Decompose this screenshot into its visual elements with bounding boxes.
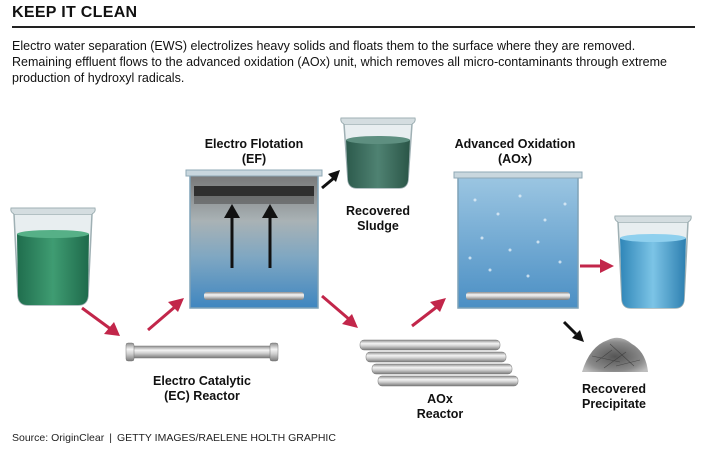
- source-separator: |: [109, 432, 112, 444]
- aox-reactor-pipes: [359, 339, 519, 387]
- flow-arrow-4: [411, 298, 446, 328]
- sludge-label-line2: Sludge: [357, 219, 399, 233]
- precipitate-label-line2: Precipitate: [582, 397, 646, 411]
- intro-paragraph: Electro water separation (EWS) electroli…: [12, 39, 667, 85]
- clean-water-beaker: [614, 215, 692, 309]
- precipitate-arrow: [562, 320, 584, 342]
- aox-electrode: [466, 292, 570, 300]
- aox-label-line1: Advanced Oxidation: [455, 137, 576, 151]
- source-label: Source: OriginClear: [12, 432, 105, 444]
- ef-label-line2: (EF): [242, 152, 266, 166]
- sludge-beaker: [340, 117, 416, 189]
- input-water-beaker: [10, 207, 96, 306]
- precipitate-pile: [582, 337, 648, 372]
- ec-reactor-pipe: [125, 342, 279, 362]
- advanced-oxidation-tank: [453, 171, 583, 309]
- flow-arrow-3: [321, 294, 358, 328]
- ec-label-line2: (EC) Reactor: [164, 389, 240, 403]
- ef-electrode: [204, 292, 304, 300]
- ec-label-line1: Electro Catalytic: [153, 374, 251, 388]
- flow-arrow-1: [81, 306, 120, 336]
- flow-arrow-5: [580, 259, 614, 273]
- source-credit: Source: OriginClear | GETTY IMAGES/RAELENE…: [12, 432, 336, 444]
- electro-flotation-tank: [185, 169, 323, 309]
- flow-arrow-2: [147, 298, 184, 332]
- ef-label-line1: Electro Flotation: [205, 137, 304, 151]
- page-title: KEEP IT CLEAN: [12, 4, 695, 28]
- graphic-credit: GETTY IMAGES/RAELENE HOLTH GRAPHIC: [116, 432, 336, 444]
- sludge-label-line1: Recovered: [346, 204, 410, 218]
- precipitate-label-line1: Recovered: [582, 382, 646, 396]
- aox-label-line2: (AOx): [498, 152, 532, 166]
- aox-reactor-label-line2: Reactor: [417, 407, 464, 421]
- sludge-arrow: [321, 170, 340, 190]
- aox-reactor-label-line1: AOx: [427, 392, 453, 406]
